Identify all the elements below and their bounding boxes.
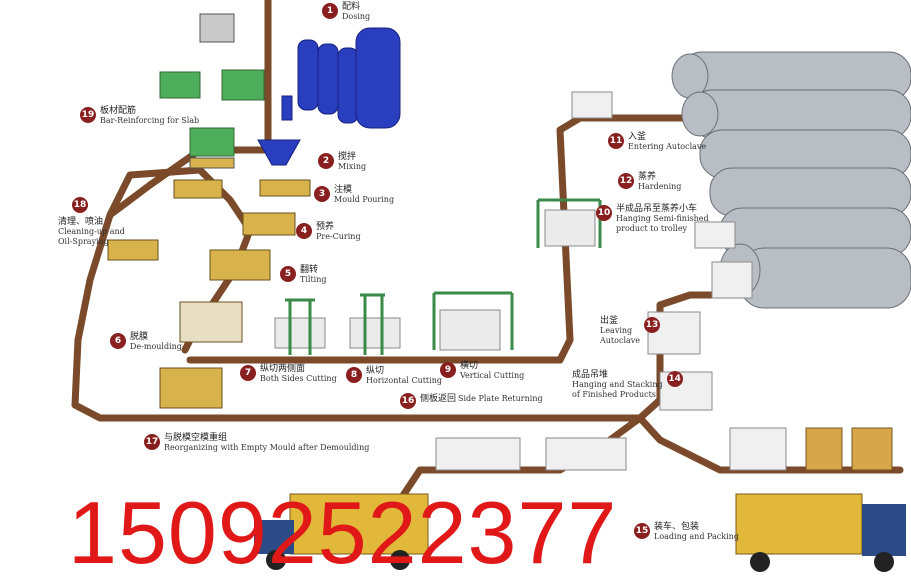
step-label-zh: 注模 (334, 185, 394, 195)
step-label-zh: 成品吊堆 (572, 370, 663, 380)
step-number-badge: 3 (314, 186, 330, 202)
step-label-zh: 清理、喷油 (58, 217, 125, 227)
rebar-frames (160, 14, 264, 168)
step-label-en: Hanging and Stacking (572, 380, 663, 390)
step-label-zh: 与脱模空模重组 (164, 433, 369, 443)
step-label-zh: 配料 (342, 2, 370, 12)
step-label-en: Tilting (300, 275, 327, 285)
step-label-en-2: Autoclave (600, 336, 640, 346)
step-label-zh: 入釜 (628, 132, 706, 142)
step-number-badge: 2 (318, 153, 334, 169)
step-label-en-2: of Finished Products (572, 390, 663, 400)
step-label-en: Dosing (342, 12, 370, 22)
step-label-zh: 翻转 (300, 265, 327, 275)
step-number-badge: 15 (634, 523, 650, 539)
step-label-en: Mould Pouring (334, 195, 394, 205)
step-label-en-2: Oil-Spraying (58, 237, 125, 247)
step-label-en: Reorganizing with Empty Mould after Demo… (164, 443, 369, 453)
truck-right (736, 494, 906, 572)
step-number-badge: 9 (440, 362, 456, 378)
step-number-badge: 12 (618, 173, 634, 189)
step-label-zh: 纵切两侧面 (260, 364, 337, 374)
step-label-en: Both Sides Cutting (260, 374, 337, 384)
step-label-zh: 出釜 (600, 316, 640, 326)
step-label-zh: 半成品吊至蒸养小车 (616, 204, 709, 214)
step-label-zh: 侧板返回 (420, 394, 456, 404)
step-label-zh: 预养 (316, 222, 361, 232)
step-number-badge: 10 (596, 205, 612, 221)
step-number-badge: 4 (296, 223, 312, 239)
step-label-zh: 横切 (460, 361, 524, 371)
silos (258, 28, 400, 165)
step-number-badge: 1 (322, 3, 338, 19)
step-label-en: Hanging Semi-finished (616, 214, 709, 224)
step-label-en: Loading and Packing (654, 532, 739, 542)
step-number-badge: 11 (608, 133, 624, 149)
packed-boxes (806, 428, 892, 470)
step-label-en: Cleaning-up and (58, 227, 125, 237)
step-label-en: Mixing (338, 162, 366, 172)
step-label-zh: 搅拌 (338, 152, 366, 162)
step-label-en: Hardening (638, 182, 681, 192)
step-label-zh: 装车、包装 (654, 522, 739, 532)
step-label-zh: 纵切 (366, 366, 442, 376)
step-number-badge: 7 (240, 365, 256, 381)
step-number-badge: 8 (346, 367, 362, 383)
step-label-zh: 蒸养 (638, 172, 681, 182)
step-label-en: Bar-Reinforcing for Slab (100, 116, 199, 126)
step-label-zh: 板材配筋 (100, 106, 199, 116)
step-label-en: Entering Autoclave (628, 142, 706, 152)
step-label-en: Leaving (600, 326, 640, 336)
autoclaves (672, 52, 911, 308)
step-number-badge: 18 (72, 197, 88, 213)
step-label-en: Side Plate Returning (458, 394, 543, 404)
step-label-zh: 脱膜 (130, 332, 182, 342)
step-number-badge: 14 (667, 371, 683, 387)
step-number-badge: 19 (80, 107, 96, 123)
step-label-en: Horizontal Cutting (366, 376, 442, 386)
step-label-en: Pre-Curing (316, 232, 361, 242)
step-label-en: De-moulding (130, 342, 182, 352)
step-number-badge: 13 (644, 317, 660, 333)
step-number-badge: 5 (280, 266, 296, 282)
step-number-badge: 6 (110, 333, 126, 349)
step-number-badge: 17 (144, 434, 160, 450)
step-label-en: Vertical Cutting (460, 371, 524, 381)
step-label-en-2: product to trolley (616, 224, 709, 234)
contact-phone-number: 15092522377 (68, 488, 617, 578)
step-number-badge: 16 (400, 393, 416, 409)
